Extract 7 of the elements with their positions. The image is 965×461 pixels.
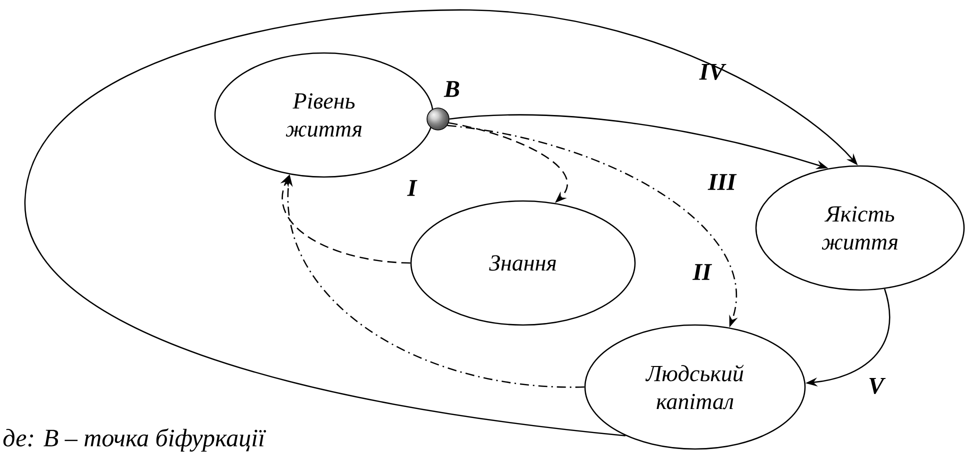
caption: де: B – точка біфуркації <box>3 428 266 452</box>
bifurcation-point <box>426 108 450 130</box>
loop-number: IV <box>699 64 726 80</box>
point-label: B <box>444 81 460 97</box>
loop-number: II <box>692 264 712 280</box>
loop-number: I <box>407 180 418 196</box>
loop-number: V <box>869 378 886 394</box>
